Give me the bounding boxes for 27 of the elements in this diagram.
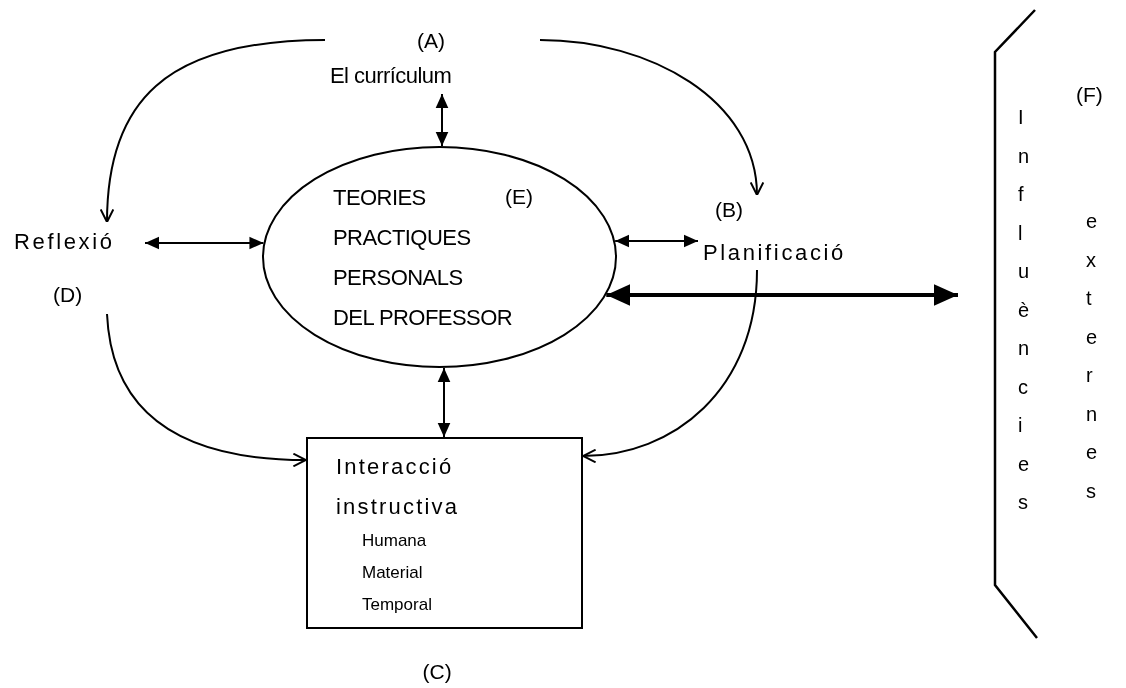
node-text: El currículum xyxy=(330,62,452,90)
letter-label: (E) xyxy=(505,184,533,210)
node-text: TEORIES xyxy=(333,184,426,212)
arrow xyxy=(614,234,699,248)
arrow xyxy=(435,93,449,147)
node-text: DEL PROFESSOR xyxy=(333,304,513,332)
node-text: PRACTIQUES xyxy=(333,224,471,252)
ellipse-node xyxy=(262,146,617,368)
node-text: Interacció instructiva xyxy=(336,453,461,521)
arrow xyxy=(106,313,307,467)
arrow xyxy=(539,39,764,196)
arrow xyxy=(582,269,758,463)
letter-label: (B) xyxy=(715,197,743,223)
letter-label: (C) xyxy=(422,659,452,685)
letter-label: (D) xyxy=(53,282,83,308)
node-text: PERSONALS xyxy=(333,264,463,292)
arrow xyxy=(144,236,265,250)
node-text: Reflexió xyxy=(14,228,115,256)
list-item: Humana xyxy=(362,530,427,552)
arrow xyxy=(100,39,326,223)
list-item: Material xyxy=(362,562,423,584)
thick-arrow xyxy=(606,284,958,306)
node-text: Planificació xyxy=(703,239,846,267)
letter-label: (F) xyxy=(1076,82,1103,108)
list-item: Temporal xyxy=(362,594,432,616)
letter-label: (A) xyxy=(417,28,445,54)
arrow xyxy=(437,366,451,438)
